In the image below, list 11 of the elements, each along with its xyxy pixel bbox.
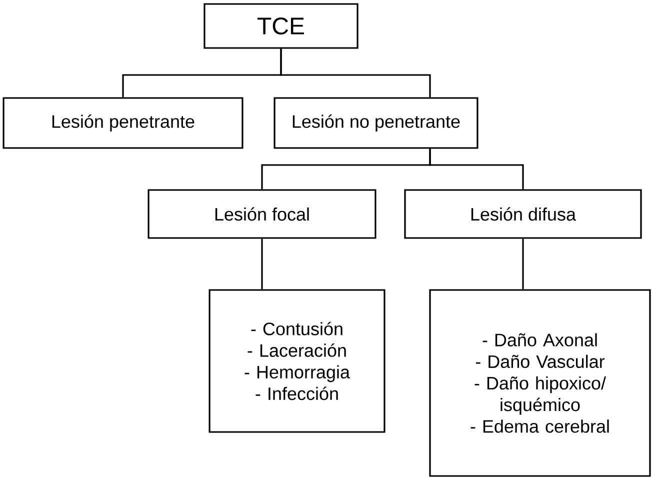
connector-line: [429, 148, 524, 190]
title-box: TCE: [204, 3, 358, 49]
category-box: Lesión penetrante: [2, 97, 244, 149]
list-box: - Daño Axonal - Daño Vascular - Daño hipoxico/ isquémico - Edema cerebral: [429, 289, 651, 477]
category-box: Lesión no penetrante: [274, 97, 478, 149]
connector-line: [522, 238, 524, 290]
connector-line: [261, 238, 263, 290]
list-box: - Contusión - Laceración - Hemorragia - Infección: [208, 289, 386, 433]
category-box: Lesión focal: [148, 189, 376, 239]
category-box: Lesión difusa: [404, 189, 642, 239]
connector-line: [280, 48, 431, 98]
